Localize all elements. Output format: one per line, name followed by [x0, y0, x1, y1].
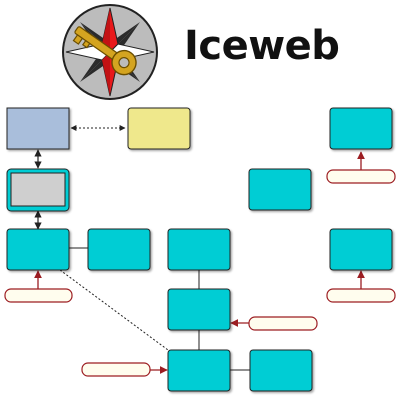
tags [4, 169, 396, 377]
tag-right-middle[interactable] [326, 288, 396, 303]
cyan-node-bottom-right[interactable] [249, 349, 313, 392]
cyan-node-left-middle[interactable] [6, 228, 70, 271]
compass-star-with-key-icon [62, 4, 158, 100]
tag-center[interactable] [248, 316, 318, 331]
cyan-node-center-middle[interactable] [167, 288, 231, 331]
yellow-node[interactable] [127, 107, 191, 150]
tag-bottom-left[interactable] [81, 362, 151, 377]
cyan-node-right-middle[interactable] [329, 228, 393, 271]
blue-node[interactable] [6, 107, 70, 150]
logo [62, 4, 158, 100]
cyan-node-lone[interactable] [248, 168, 312, 211]
connectors [34, 125, 365, 374]
nodes [6, 107, 393, 392]
tag-top-right[interactable] [326, 169, 396, 184]
cyan-node-center-bottom[interactable] [167, 349, 231, 392]
key-icon [72, 26, 137, 76]
cyan-node-right-of-left-middle[interactable] [87, 228, 151, 271]
connector-diagonal-dotted [59, 269, 169, 351]
brand-title: Iceweb [184, 23, 340, 69]
cyan-node-center-top[interactable] [167, 228, 231, 271]
tag-left[interactable] [4, 288, 73, 303]
cyan-node-top-right[interactable] [329, 107, 393, 150]
gray-node[interactable] [6, 168, 70, 212]
